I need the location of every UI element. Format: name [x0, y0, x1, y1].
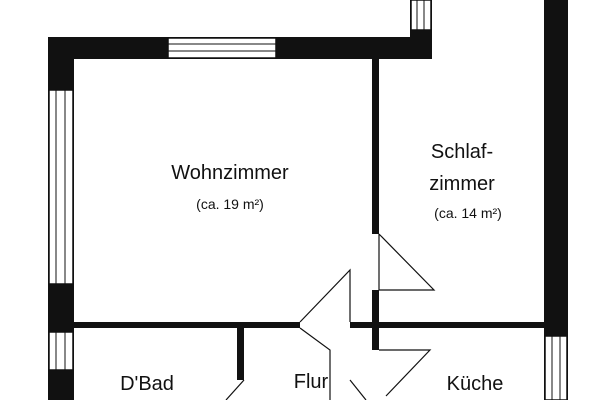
windows [48, 0, 568, 400]
wall-bedroom-bottom [350, 322, 544, 328]
wall-living-bedroom-lower [372, 290, 379, 350]
room-name-schlafzimmer-line2: zimmer [429, 173, 495, 195]
room-labels: Wohnzimmer (ca. 19 m²) Schlaf- zimmer (c… [120, 141, 503, 395]
wall-living-bedroom [372, 59, 379, 234]
walls [48, 0, 568, 400]
room-name-kueche: Küche [447, 373, 504, 395]
room-name-flur: Flur [294, 371, 329, 393]
wall-lower-left-block [48, 372, 74, 384]
wall-bathroom-partition [237, 328, 244, 380]
door-flur-right [349, 379, 367, 400]
door-kitchen [379, 349, 432, 397]
window-bathroom-left [48, 331, 74, 371]
room-area-wohnzimmer: (ca. 19 m²) [196, 196, 264, 212]
room-name-wohnzimmer: Wohnzimmer [171, 162, 289, 184]
wall-living-bottom [74, 322, 300, 328]
window-living-top [167, 37, 277, 59]
room-area-schlafzimmer: (ca. 14 m²) [434, 205, 502, 221]
window-kitchen-right [544, 335, 568, 400]
door-bathroom [225, 379, 245, 400]
door-living-room [299, 268, 351, 323]
room-name-schlafzimmer-line1: Schlaf- [431, 141, 493, 163]
window-top-right [410, 0, 432, 31]
door-bedroom [378, 233, 436, 291]
doors [225, 233, 436, 400]
door-flur-lower [299, 327, 331, 400]
room-name-bad: D'Bad [120, 373, 174, 395]
wall-right [544, 0, 568, 400]
window-living-left [48, 89, 74, 285]
